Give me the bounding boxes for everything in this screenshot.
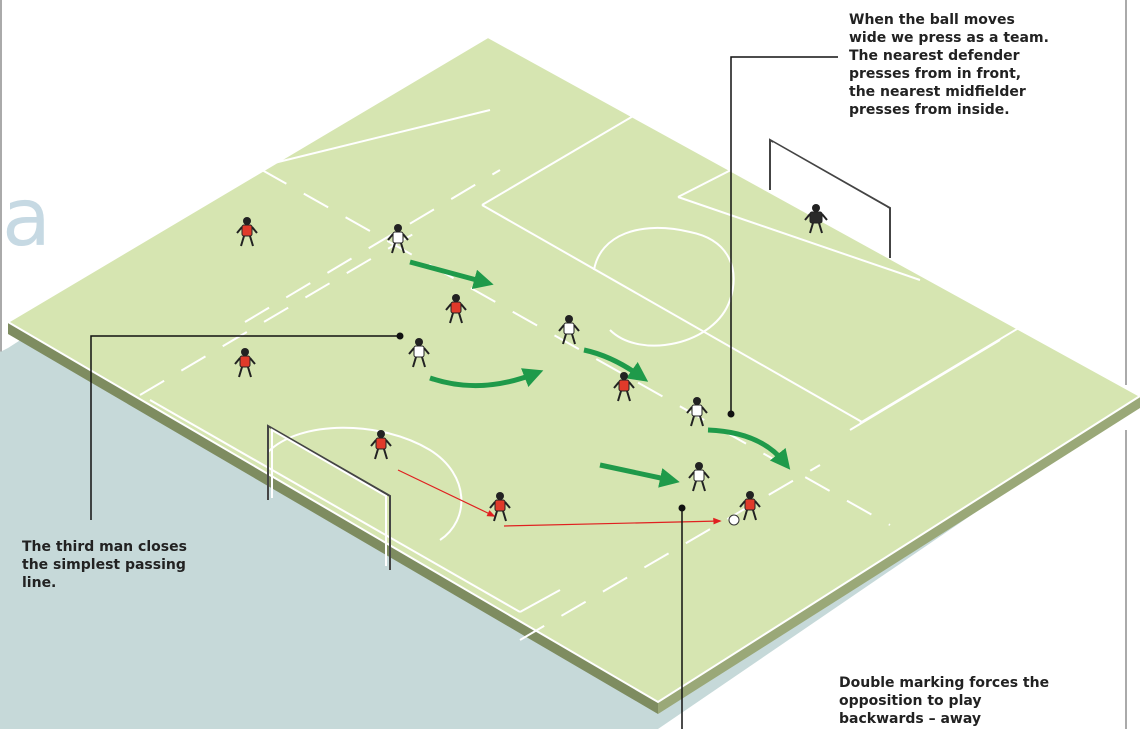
red-player-7 (739, 491, 761, 521)
white-player-3 (558, 315, 580, 345)
press-arrow-5 (599, 462, 680, 488)
white-player-1 (387, 224, 409, 254)
red-player-6 (489, 492, 511, 522)
panel-letter: a (2, 171, 52, 264)
press-arrow-4 (707, 427, 791, 470)
callout-wide-press: When the ball moves wide we press as a t… (849, 12, 1049, 118)
pass-arrow-2 (503, 517, 722, 527)
pass-arrow-1 (397, 469, 496, 517)
leader-lines (90, 56, 838, 729)
leader-third-man (90, 335, 400, 520)
pitch-markings (139, 109, 1023, 641)
press-arrow-3 (583, 347, 649, 382)
red-player-4 (370, 430, 392, 460)
callout-third-man: The third man closes the simplest passin… (22, 539, 187, 591)
press-arrow-1 (409, 259, 494, 290)
goal-left (267, 424, 391, 570)
white-player-2 (408, 338, 430, 368)
pitch-side-left (8, 322, 658, 714)
white-player-5 (688, 462, 710, 492)
red-player-5 (613, 372, 635, 402)
leader-wide-press (730, 56, 838, 412)
ball (728, 514, 740, 526)
red-player-3 (234, 348, 256, 378)
goalkeeper (804, 204, 828, 234)
goal-right (769, 138, 891, 258)
press-arrow-2 (429, 368, 544, 389)
red-player-2 (445, 294, 467, 324)
pitch-surface (6, 35, 1142, 704)
callout-double-marking: Double marking forces the opposition to … (839, 675, 1050, 727)
red-player-1 (236, 217, 258, 247)
pitch-side-right (658, 396, 1140, 714)
players (234, 204, 828, 522)
arrows (397, 259, 791, 527)
white-player-4 (686, 397, 708, 427)
